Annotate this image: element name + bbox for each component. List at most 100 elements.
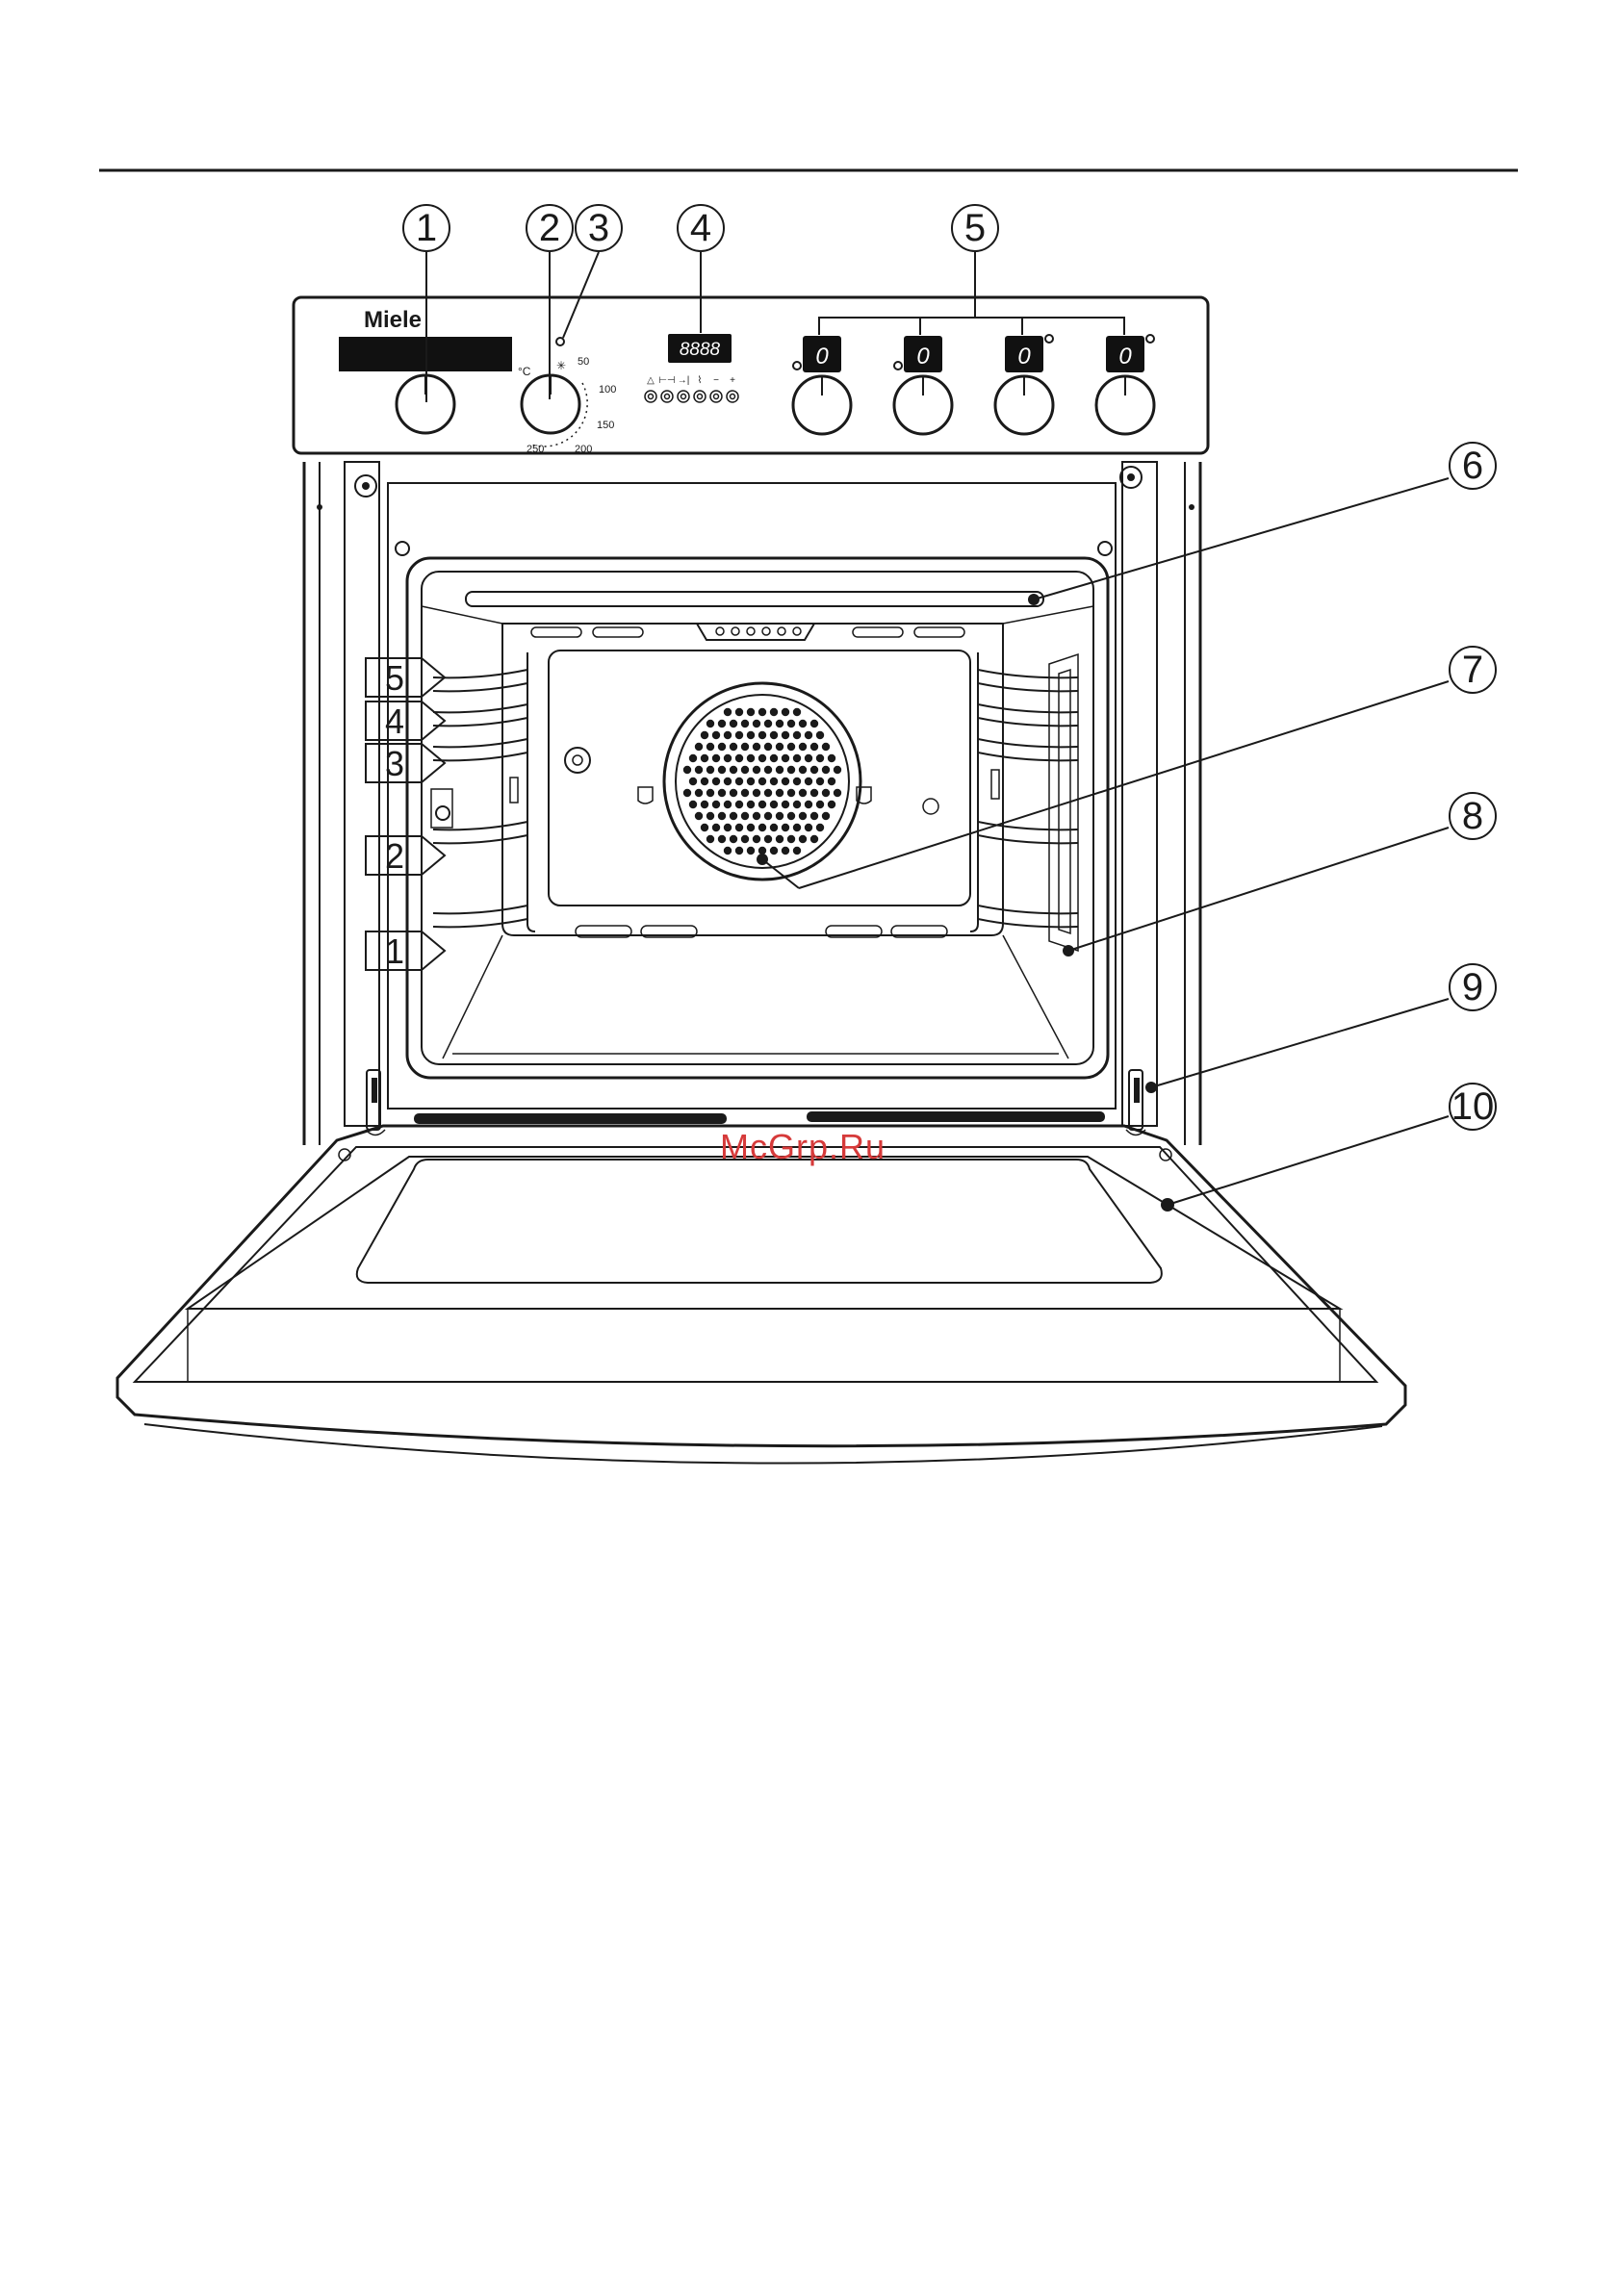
fan-guard-hole	[822, 789, 830, 797]
callout-6: 6	[1450, 443, 1496, 489]
fan-guard-hole	[810, 812, 818, 820]
fan-guard-hole	[776, 766, 783, 774]
side-runners-right	[970, 652, 1078, 951]
left-shelf-runner-lower	[433, 718, 527, 726]
fan-guard-hole	[747, 778, 755, 785]
fan-guard-hole	[822, 812, 830, 820]
left-runner-slot	[510, 778, 518, 803]
clock-sensor-button-center	[665, 395, 670, 399]
fan-guard-hole	[793, 801, 801, 808]
roof-slot-2	[593, 627, 643, 637]
shelf-level-number: 3	[385, 744, 404, 783]
cavity-edge-bottom-right	[1003, 935, 1068, 1059]
leader-10-dot	[1161, 1198, 1174, 1212]
fan-guard-hole	[701, 778, 708, 785]
fan-guard-hole	[764, 835, 772, 843]
runner-frame-upright	[970, 652, 978, 931]
fan-guard-hole	[758, 801, 766, 808]
fan-guard-hole	[822, 766, 830, 774]
left-shelf-runner-lower	[433, 919, 527, 927]
fan-guard-hole	[758, 754, 766, 762]
fan-guard-hole	[747, 847, 755, 855]
callout-number: 7	[1462, 649, 1483, 691]
frame-screw-top-left-center	[362, 482, 370, 490]
callout-4: 4	[678, 205, 724, 251]
catalyser-screw-center	[573, 755, 582, 765]
left-shelf-runner	[433, 906, 527, 913]
fan-guard-hole	[758, 824, 766, 831]
fan-guard-hole	[706, 835, 714, 843]
shelf-level-4: 4	[366, 702, 445, 741]
fan-guard-hole	[810, 789, 818, 797]
zone-power-display: 0	[815, 344, 829, 370]
frame-screw-top-right-center	[1127, 473, 1135, 481]
fan-guard-hole	[718, 789, 726, 797]
zone-power-display: 0	[1017, 344, 1031, 370]
door-screw-right	[1160, 1149, 1171, 1161]
clock-sensor-button[interactable]	[645, 391, 656, 402]
fan-guard-hole	[741, 720, 749, 727]
clock-sensor-button[interactable]	[661, 391, 673, 402]
sensor-vent-hole	[747, 627, 755, 635]
roof-slot-1	[531, 627, 581, 637]
clock-sensor-button[interactable]	[727, 391, 738, 402]
temp-mark-150: 150	[597, 420, 614, 431]
fan-guard-hole	[805, 778, 812, 785]
left-shelf-runner	[433, 739, 527, 747]
fan-guard-hole	[695, 789, 703, 797]
brand-logo: Miele	[364, 307, 422, 333]
shelf-level-2: 2	[366, 836, 445, 876]
fan-guard-hole	[747, 754, 755, 762]
fan-guard-hole	[805, 731, 812, 739]
fan-guard-hole	[758, 847, 766, 855]
fan-guard-hole	[828, 801, 835, 808]
fan-guard-hole	[689, 754, 697, 762]
fan-guard-hole	[776, 743, 783, 751]
fan-guard-hole	[741, 743, 749, 751]
fan-guard-hole	[770, 708, 778, 716]
cooking-zone-4: 0	[1096, 335, 1154, 434]
fan-guard-hole	[747, 801, 755, 808]
oven-opening-edge	[388, 483, 1116, 1109]
fan-guard-hole	[799, 743, 807, 751]
fan-guard-hole	[776, 812, 783, 820]
leader-3	[563, 252, 599, 338]
fan-guard-hole	[730, 720, 737, 727]
rear-panel-screw	[923, 799, 938, 814]
fan-guard-hole	[782, 731, 789, 739]
clock-display: 8888	[680, 340, 721, 360]
fan-guard-hole	[770, 778, 778, 785]
clock-sensor-button[interactable]	[678, 391, 689, 402]
fan-guard-hole	[816, 754, 824, 762]
clock-sensor-button-center	[649, 395, 654, 399]
callout-number: 6	[1462, 445, 1483, 487]
clock-sensor-button[interactable]	[710, 391, 722, 402]
fan-guard-hole	[782, 801, 789, 808]
control-panel: Miele °C ✳ 50 100 150 200 250 8888 △⊢⊣→|…	[294, 297, 1208, 455]
fan-guard-hole	[764, 789, 772, 797]
door-inner-frame	[188, 1157, 1340, 1309]
zone-indicator-lamp	[1146, 335, 1154, 343]
roof-slot-3	[853, 627, 903, 637]
temperature-selector[interactable]: °C ✳ 50 100 150 200 250	[518, 356, 616, 455]
side-runner-rail	[1049, 654, 1078, 951]
fan-guard-hole	[787, 720, 795, 727]
fan-guard-hole	[689, 778, 697, 785]
oven-door[interactable]	[117, 1126, 1405, 1464]
leader-7-dot	[757, 854, 768, 865]
fan-guard-hole	[764, 743, 772, 751]
clock-sensor-button[interactable]	[694, 391, 706, 402]
fan-guard-hole	[776, 720, 783, 727]
fan-guard-hole	[787, 789, 795, 797]
vent-slot-left	[414, 1113, 727, 1124]
fan-guard-hole	[735, 708, 743, 716]
zone-indicator-lamp	[894, 362, 902, 370]
cavity-edge-top-right	[1003, 606, 1093, 624]
fan-guard-hole	[724, 754, 732, 762]
left-shelf-runner	[433, 822, 527, 829]
right-shelf-runner	[978, 704, 1078, 712]
fan-guard-hole	[730, 766, 737, 774]
door-hinge-right-detail	[1134, 1078, 1140, 1103]
callout-markers: 12345678910	[403, 205, 1496, 1130]
